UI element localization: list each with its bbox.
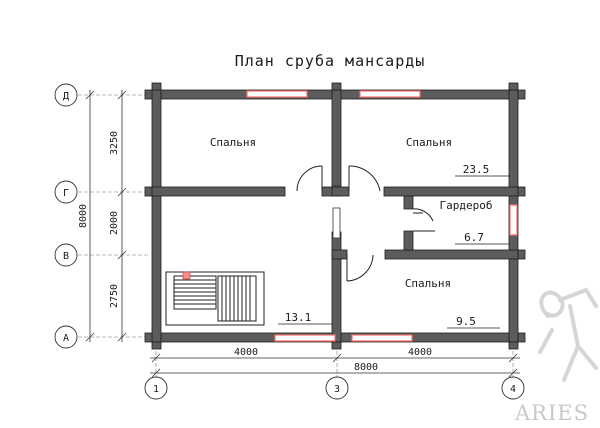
watermark-logo-text: ARIES [514, 401, 589, 425]
dim-vertical-2: 2000 [109, 211, 120, 235]
windows [246, 90, 518, 342]
aries-ram-icon [538, 287, 598, 382]
doors [296, 165, 435, 282]
dim-vertical-3: 2750 [109, 284, 120, 308]
stair [165, 271, 265, 326]
axis-label-d: Д [63, 91, 69, 102]
area-wardrobe: 6.7 [464, 231, 484, 244]
room-label-bedroom-2: Спальня [406, 136, 452, 149]
horizontal-dimension-lines [150, 353, 520, 378]
room-label-wardrobe: Гардероб [440, 199, 493, 212]
area-bedroom-2: 23.5 [463, 163, 490, 176]
dim-vertical-total: 8000 [78, 204, 89, 228]
stair-marker [182, 271, 191, 280]
axis-label-1: 1 [153, 384, 159, 395]
axis-label-a: А [63, 333, 69, 344]
vertical-dimension-lines [85, 90, 127, 342]
room-label-bedroom-3: Спальня [405, 277, 451, 290]
room-label-bedroom-1: Спальня [210, 136, 256, 149]
dim-horizontal-total: 8000 [354, 362, 378, 373]
axis-label-g: Г [63, 188, 69, 199]
area-bedroom-3: 9.5 [456, 315, 476, 328]
plan-title: План сруба мансарды [235, 52, 426, 70]
dim-horizontal-1: 4000 [234, 347, 258, 358]
hall-partition [332, 207, 341, 239]
axis-label-v: В [63, 251, 69, 262]
axis-label-4: 4 [510, 384, 516, 395]
area-bedroom-1: 13.1 [285, 311, 312, 324]
axis-label-3: 3 [334, 384, 340, 395]
dim-horizontal-2: 4000 [408, 347, 432, 358]
area-underlines [278, 175, 510, 329]
log-ends [144, 82, 526, 350]
dim-vertical-1: 3250 [109, 131, 120, 155]
row-axis-bubbles [54, 83, 78, 349]
column-axis-bubbles [144, 376, 525, 400]
